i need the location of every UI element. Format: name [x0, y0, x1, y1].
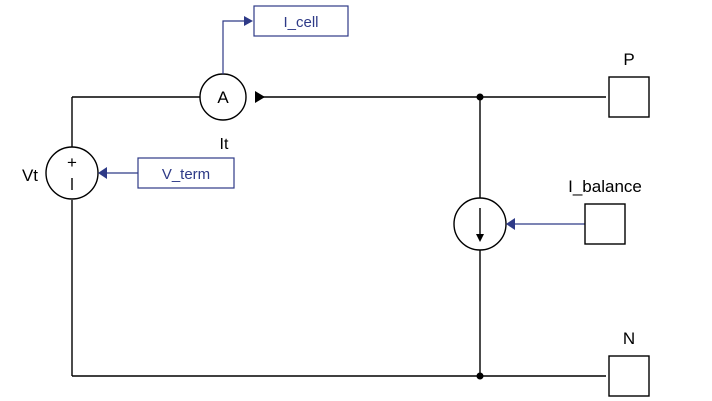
voltage-source-plus: + [67, 153, 77, 172]
ammeter[interactable]: A [199, 73, 265, 121]
port-i-balance-box [584, 203, 626, 245]
from-tag-label: V_term [162, 166, 210, 183]
voltage-source-label: Vt [22, 166, 38, 185]
v-term-signal-arrow-icon [98, 167, 107, 179]
current-source-arrow-icon [476, 234, 484, 242]
voltage-source[interactable]: + [45, 146, 99, 200]
goto-tag-box [253, 5, 349, 37]
junction-top [476, 93, 484, 101]
ammeter-signal-arrow-icon [244, 16, 253, 26]
junction-bottom [476, 372, 484, 380]
port-p-box [608, 76, 650, 118]
goto-tag-label: I_cell [283, 14, 318, 31]
port-p-label: P [623, 50, 634, 69]
ammeter-label: It [220, 136, 229, 153]
ammeter-output-arrow-icon [255, 91, 265, 103]
from-tag-v-term[interactable]: V_term [137, 157, 235, 189]
i-balance-signal-arrow-icon [506, 218, 515, 230]
power-wiring [71, 96, 606, 377]
goto-tag-i-cell[interactable]: I_cell [253, 5, 349, 37]
port-p[interactable]: P [608, 50, 650, 118]
port-i-balance-label: I_balance [568, 177, 642, 196]
ammeter-symbol: A [217, 88, 229, 107]
port-n-box [608, 355, 650, 397]
current-source[interactable] [453, 197, 507, 251]
port-i-balance[interactable]: I_balance [568, 177, 642, 245]
port-n-label: N [623, 329, 635, 348]
port-n[interactable]: N [608, 329, 650, 397]
ammeter-signal-line [222, 20, 246, 74]
